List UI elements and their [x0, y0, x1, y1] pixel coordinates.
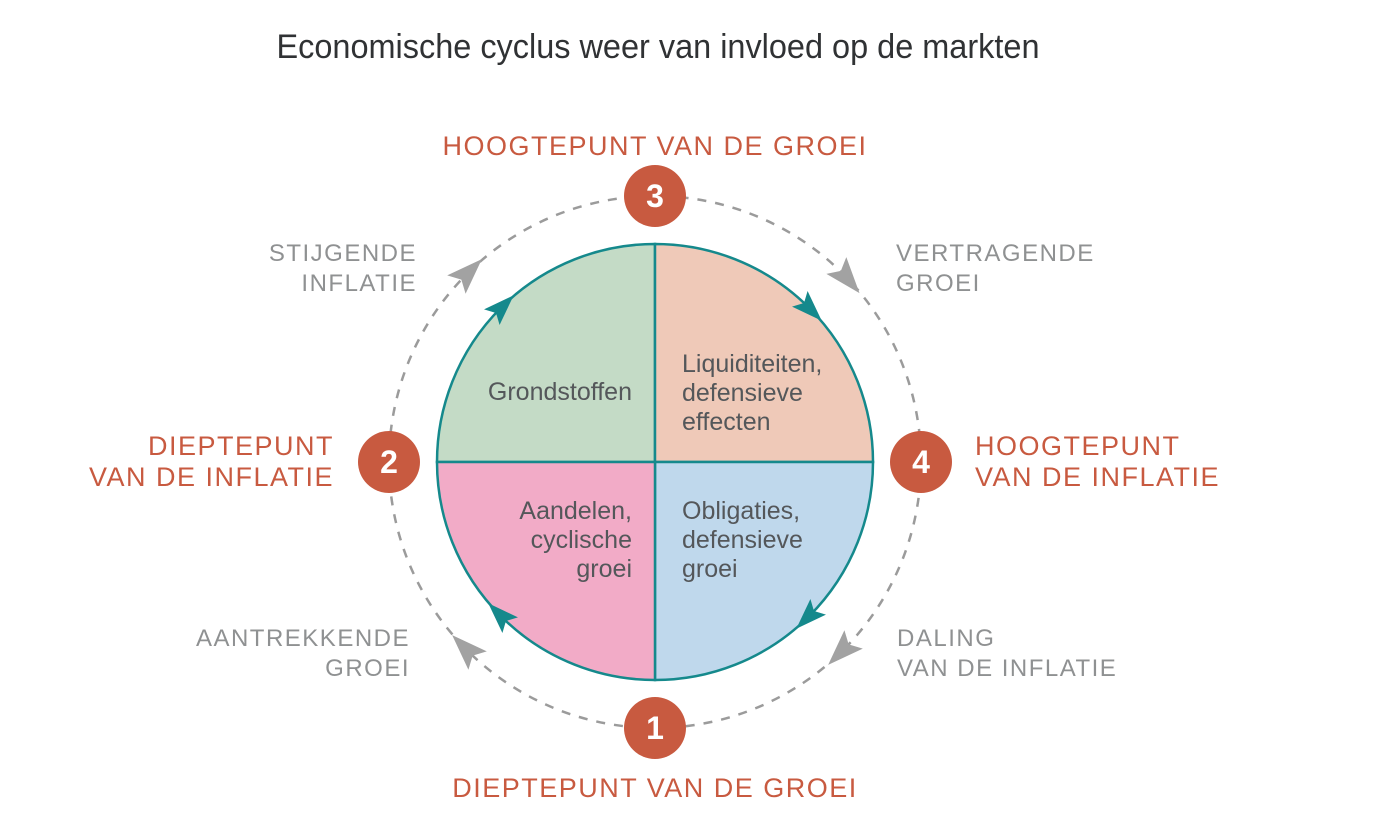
stage-number: 1 — [646, 710, 664, 746]
quadrant-label-line: defensieve — [682, 379, 803, 407]
stage-marker-1: 1 — [624, 697, 686, 759]
transition-label-bottom-right: DALING VAN DE INFLATIE — [897, 625, 1117, 682]
gray-arrow-top-left-icon — [447, 259, 482, 294]
stage-label-left: DIEPTEPUNT VAN DE INFLATIE — [89, 431, 334, 492]
quadrant-label-top-left: Grondstoffen — [488, 378, 632, 406]
stage-label-right: HOOGTEPUNT VAN DE INFLATIE — [975, 431, 1220, 492]
stage-label-line: DIEPTEPUNT — [148, 431, 334, 461]
quadrant-label-line: Aandelen, — [519, 497, 632, 525]
transition-label-line: GROEI — [896, 270, 981, 297]
quadrant-label-line: groei — [576, 555, 632, 583]
transition-label-line: AANTREKKENDE — [196, 625, 410, 652]
transition-label-bottom-left: AANTREKKENDE GROEI — [196, 625, 410, 682]
teal-arrow-top-right-icon — [792, 291, 822, 321]
quadrant-circle — [435, 242, 875, 682]
teal-arrow-bottom-right-icon — [796, 599, 826, 629]
quadrant-label-line: defensieve — [682, 526, 803, 554]
quadrant-label-top-right: Liquiditeiten, defensieve effecten — [682, 350, 822, 436]
stage-circle — [890, 431, 952, 493]
quadrant-label-line: Grondstoffen — [488, 378, 632, 406]
transition-label-top-left: STIJGENDE INFLATIE — [269, 240, 417, 297]
transition-label-line: VERTRAGENDE — [896, 240, 1095, 267]
quadrant-label-bottom-left: Aandelen, cyclische groei — [519, 497, 632, 583]
stage-marker-3: 3 — [624, 165, 686, 227]
quadrant-label-line: Obligaties, — [682, 497, 800, 525]
gray-arrow-bottom-left-icon — [452, 635, 487, 670]
stage-label-line: HOOGTEPUNT — [975, 431, 1181, 461]
stage-circle — [624, 165, 686, 227]
stage-label-line: VAN DE INFLATIE — [975, 462, 1220, 492]
transition-label-line: STIJGENDE — [269, 240, 417, 267]
transition-label-line: DALING — [897, 625, 995, 652]
transition-label-line: GROEI — [325, 655, 410, 682]
stage-label-bottom: DIEPTEPUNT VAN DE GROEI — [452, 773, 858, 803]
teal-arrow-top-left-icon — [484, 295, 514, 325]
quadrant-label-line: effecten — [682, 408, 771, 436]
stage-number: 3 — [646, 178, 664, 214]
stage-number: 2 — [380, 444, 398, 480]
quadrant-label-line: Liquiditeiten, — [682, 350, 822, 378]
stage-circle — [358, 431, 420, 493]
teal-arrow-bottom-left-icon — [488, 603, 518, 633]
gray-arrow-top-right-icon — [826, 257, 860, 294]
stage-marker-2: 2 — [358, 431, 420, 493]
stage-number: 4 — [912, 444, 930, 480]
page-title: Economische cyclus weer van invloed op d… — [277, 28, 1040, 66]
stage-circle — [624, 697, 686, 759]
quadrant-label-bottom-right: Obligaties, defensieve groei — [682, 497, 803, 583]
stage-label-top: HOOGTEPUNT VAN DE GROEI — [442, 131, 867, 161]
transition-label-line: INFLATIE — [301, 270, 417, 297]
transition-label-line: VAN DE INFLATIE — [897, 655, 1117, 682]
stage-label-line: VAN DE INFLATIE — [89, 462, 334, 492]
gray-arrow-bottom-right-icon — [828, 630, 863, 665]
quadrant-label-line: cyclische — [531, 526, 632, 554]
quadrant-label-line: groei — [682, 555, 738, 583]
transition-label-top-right: VERTRAGENDE GROEI — [896, 240, 1095, 297]
stage-marker-4: 4 — [890, 431, 952, 493]
